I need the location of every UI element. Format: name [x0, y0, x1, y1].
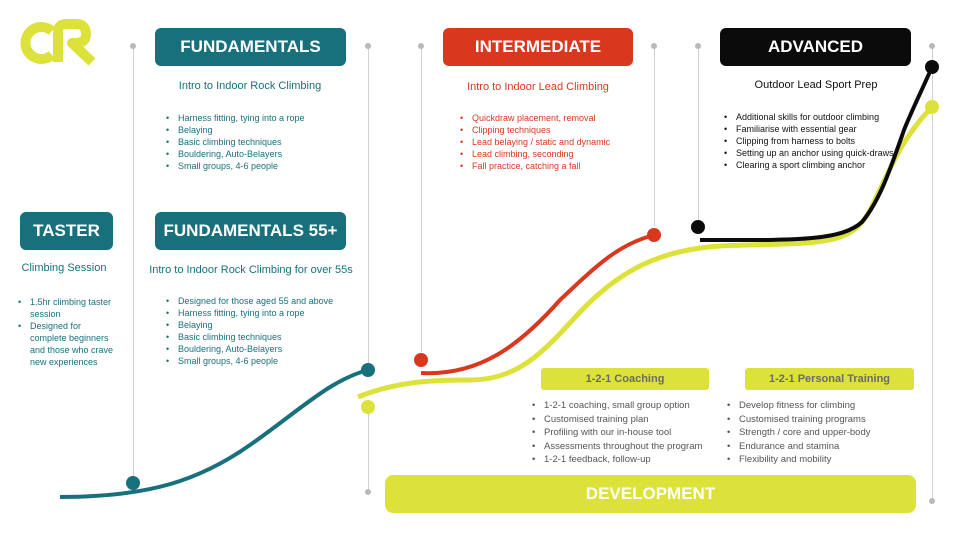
guide-line-advanced	[698, 46, 699, 220]
personal-training-label: 1-2-1 Personal Training	[745, 368, 914, 390]
fundamentals55-title: FUNDAMENTALS 55+	[163, 221, 338, 240]
fundamentals-badge: FUNDAMENTALS	[155, 28, 346, 66]
list-item: Belaying	[164, 319, 364, 331]
coaching-title: 1-2-1 Coaching	[585, 373, 665, 385]
coaching-bullets: 1-2-1 coaching, small group option Custo…	[530, 399, 735, 467]
guide-line-intermediate	[421, 46, 422, 352]
guide-line-fundamentals	[368, 46, 369, 366]
list-item: Small groups, 4-6 people	[164, 160, 364, 172]
list-item: Flexibility and mobility	[725, 453, 925, 467]
guide-dot	[695, 43, 701, 49]
fundamentals55-bullets: Designed for those aged 55 and above Har…	[164, 295, 364, 367]
guide-dot	[418, 43, 424, 49]
list-item: Designed for those aged 55 and above	[164, 295, 364, 307]
list-item: Bouldering, Auto-Belayers	[164, 343, 364, 355]
taster-badge: TASTER	[20, 212, 113, 250]
black-curve	[699, 66, 934, 243]
guide-line-right	[932, 46, 933, 501]
list-item: Bouldering, Auto-Belayers	[164, 148, 364, 160]
fundamentals-bullets: Harness fitting, tying into a rope Belay…	[164, 112, 364, 172]
guide-dot	[365, 489, 371, 495]
list-item: 1-2-1 coaching, small group option	[530, 399, 735, 413]
intermediate-end-dot	[647, 228, 661, 242]
list-item: Quickdraw placement, removal	[458, 112, 654, 124]
advanced-badge: ADVANCED	[720, 28, 911, 66]
intermediate-start-dot	[414, 353, 428, 367]
personal-training-bullets: Develop fitness for climbing Customised …	[725, 399, 925, 467]
list-item: Clearing a sport climbing anchor	[722, 159, 922, 171]
list-item: 1-2-1 feedback, follow-up	[530, 453, 735, 467]
list-item: 1.5hr climbing taster session	[16, 296, 116, 320]
list-item: Lead belaying / static and dynamic	[458, 136, 654, 148]
list-item: Harness fitting, tying into a rope	[164, 307, 364, 319]
guide-line-fundamentals-lower	[368, 412, 369, 492]
guide-dot	[130, 43, 136, 49]
list-item: Setting up an anchor using quick-draws	[722, 147, 922, 159]
list-item: Assessments throughout the program	[530, 440, 735, 454]
guide-dot	[651, 43, 657, 49]
intermediate-bullets: Quickdraw placement, removal Clipping te…	[458, 112, 654, 172]
intermediate-title: INTERMEDIATE	[474, 37, 602, 56]
intermediate-subtitle: Intro to Indoor Lead Climbing	[467, 81, 609, 93]
guide-line-intermediate-end	[654, 46, 655, 226]
development-start-dot	[361, 400, 375, 414]
guide-dot	[365, 43, 371, 49]
list-item: Familiarise with essential gear	[722, 123, 922, 135]
taster-title: TASTER	[33, 221, 100, 240]
fundamentals-title: FUNDAMENTALS	[180, 37, 321, 56]
taster-dot	[126, 476, 140, 490]
list-item: Small groups, 4-6 people	[164, 355, 364, 367]
advanced-title: ADVANCED	[767, 37, 864, 56]
coaching-label: 1-2-1 Coaching	[541, 368, 709, 390]
fundamentals-subtitle: Intro to Indoor Rock Climbing	[178, 80, 322, 92]
fundamentals55-badge: FUNDAMENTALS 55+	[155, 212, 346, 250]
guide-dot	[929, 43, 935, 49]
advanced-end-dot	[925, 60, 939, 74]
development-banner: DEVELOPMENT	[385, 475, 916, 513]
guide-line-taster	[133, 46, 134, 478]
guide-dot	[929, 498, 935, 504]
taster-subtitle: Climbing Session	[21, 262, 107, 274]
list-item: Fall practice, catching a fall	[458, 160, 654, 172]
list-item: Clipping from harness to bolts	[722, 135, 922, 147]
development-title: DEVELOPMENT	[585, 484, 716, 503]
list-item: Additional skills for outdoor climbing	[722, 111, 922, 123]
list-item: Clipping techniques	[458, 124, 654, 136]
list-item: Endurance and stamina	[725, 440, 925, 454]
list-item: Develop fitness for climbing	[725, 399, 925, 413]
list-item: Customised training plan	[530, 413, 735, 427]
personal-training-title: 1-2-1 Personal Training	[768, 373, 891, 385]
cr-logo-icon	[20, 19, 96, 66]
intermediate-badge: INTERMEDIATE	[443, 28, 633, 66]
fundamentals55-subtitle: Intro to Indoor Rock Climbing for over 5…	[149, 264, 353, 276]
teal-curve	[59, 368, 369, 499]
list-item: Basic climbing techniques	[164, 331, 364, 343]
advanced-bullets: Additional skills for outdoor climbing F…	[722, 111, 922, 171]
list-item: Strength / core and upper-body	[725, 426, 925, 440]
taster-bullets: 1.5hr climbing taster session Designed f…	[16, 296, 116, 368]
development-end-dot	[925, 100, 939, 114]
advanced-subtitle: Outdoor Lead Sport Prep	[754, 79, 878, 91]
list-item: Lead climbing, seconding	[458, 148, 654, 160]
advanced-start-dot	[691, 220, 705, 234]
fundamentals-end-dot	[361, 363, 375, 377]
list-item: Belaying	[164, 124, 364, 136]
list-item: Harness fitting, tying into a rope	[164, 112, 364, 124]
list-item: Customised training programs	[725, 413, 925, 427]
list-item: Profiling with our in-house tool	[530, 426, 735, 440]
list-item: Basic climbing techniques	[164, 136, 364, 148]
list-item: Designed for complete beginners and thos…	[16, 320, 116, 368]
red-curve	[420, 233, 655, 376]
